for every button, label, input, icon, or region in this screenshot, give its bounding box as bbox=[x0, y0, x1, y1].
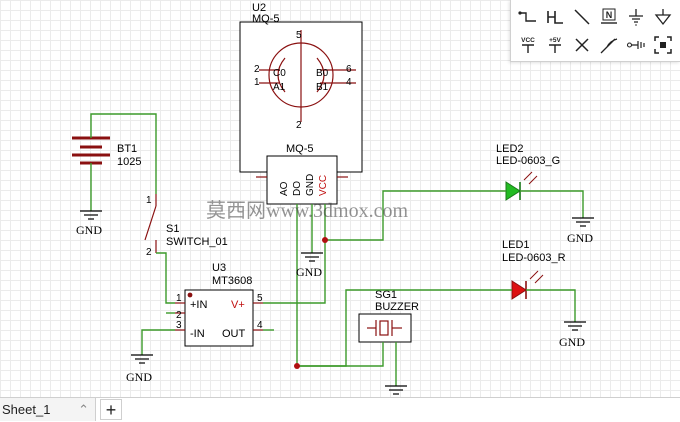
s1-ref: S1 bbox=[166, 223, 179, 235]
tool-fit[interactable] bbox=[650, 31, 676, 59]
u3-pin-in-plus: +IN bbox=[190, 299, 207, 311]
led2-green[interactable]: LED2 LED-0603_G bbox=[496, 143, 560, 201]
ground-alt-icon bbox=[654, 9, 672, 26]
tool-ground-alt[interactable] bbox=[650, 3, 676, 31]
u3-n2: 2 bbox=[176, 310, 182, 321]
vcc-icon-text: VCC bbox=[521, 37, 535, 44]
no-connect-icon bbox=[575, 38, 589, 52]
u2-label-c0: C0 bbox=[273, 68, 286, 79]
s1-pin2: 2 bbox=[146, 247, 152, 258]
s1-value: SWITCH_01 bbox=[166, 236, 228, 248]
u2-module-pin-gnd: GND bbox=[305, 174, 316, 196]
u3-pin-in-minus: -IN bbox=[190, 328, 205, 340]
gnd-u3-label: GND bbox=[126, 370, 152, 384]
u2-pin-l2: 1 bbox=[254, 77, 260, 88]
add-sheet-button[interactable]: + bbox=[100, 399, 122, 420]
sheet-tab-label: Sheet_1 bbox=[2, 402, 51, 417]
gnd-u3[interactable]: GND bbox=[126, 354, 153, 384]
plus5v-icon-text: +5V bbox=[549, 37, 561, 44]
u2-pin-l1: 2 bbox=[254, 64, 260, 75]
led2-value: LED-0603_G bbox=[496, 155, 560, 167]
u2-label-a1: A1 bbox=[273, 82, 286, 93]
tool-wire[interactable] bbox=[515, 3, 541, 31]
u2-sensor-element bbox=[277, 43, 325, 107]
u2-body-label: MQ-5 bbox=[286, 143, 314, 155]
gnd-led1-label: GND bbox=[559, 335, 585, 349]
u2-module-pin-vcc: VCC bbox=[318, 175, 329, 196]
watermark-text: 莫西网www.3dmox.com bbox=[206, 199, 408, 222]
line-icon bbox=[574, 9, 590, 25]
wiring-toolbar: N VCC +5V bbox=[510, 0, 680, 62]
u3-n1: 1 bbox=[176, 293, 182, 304]
u2-module-pin-do: DO bbox=[292, 181, 303, 196]
net-port-icon bbox=[626, 41, 645, 49]
bt1-ref: BT1 bbox=[117, 143, 137, 155]
bus-icon bbox=[547, 11, 563, 24]
bt1-value: 1025 bbox=[117, 156, 141, 168]
tool-no-connect[interactable] bbox=[569, 31, 595, 59]
u3-n4: 4 bbox=[257, 320, 263, 331]
wires bbox=[90, 113, 584, 386]
led1-red[interactable]: LED1 LED-0603_R bbox=[502, 239, 566, 300]
gnd-bt1[interactable]: GND bbox=[76, 210, 102, 237]
sg1-buzzer[interactable]: SG1 BUZZER bbox=[358, 289, 419, 343]
tool-vcc[interactable]: VCC bbox=[515, 31, 541, 59]
u3-n3: 3 bbox=[176, 320, 182, 331]
chevron-up-icon[interactable]: ⌃ bbox=[78, 401, 89, 417]
sheet-tab-bar: Sheet_1 ⌃ + bbox=[0, 397, 680, 422]
u2-ref: U2 bbox=[252, 2, 266, 14]
u2-mq5-sensor[interactable]: U2 MQ-5 5 2 2 1 6 4 C0 A1 B0 B1 MQ-5 AO … bbox=[239, 2, 363, 205]
s1-pin1: 1 bbox=[146, 195, 152, 206]
led1-value: LED-0603_R bbox=[502, 252, 566, 264]
fit-icon bbox=[654, 36, 672, 54]
tool-bus[interactable] bbox=[542, 3, 568, 31]
u2-label-b0: B0 bbox=[316, 68, 329, 79]
u3-n5: 5 bbox=[257, 293, 263, 304]
u2-value: MQ-5 bbox=[252, 13, 280, 25]
gnd-led2[interactable]: GND bbox=[567, 217, 594, 245]
gnd-u2-label: GND bbox=[296, 265, 322, 279]
u3-pin-out: OUT bbox=[222, 328, 246, 340]
u3-value: MT3608 bbox=[212, 275, 252, 287]
u3-ref: U3 bbox=[212, 262, 226, 274]
plus5v-icon: +5V bbox=[549, 37, 562, 53]
net-label-icon: N bbox=[601, 8, 617, 24]
gnd-led2-label: GND bbox=[567, 231, 593, 245]
led2-ref: LED2 bbox=[496, 143, 524, 155]
gnd-bt1-label: GND bbox=[76, 223, 102, 237]
probe-icon bbox=[600, 38, 618, 54]
u3-body bbox=[184, 289, 254, 347]
u2-pin-r2: 4 bbox=[346, 77, 352, 88]
led1-ref: LED1 bbox=[502, 239, 530, 251]
tool-ground[interactable] bbox=[623, 3, 649, 31]
sheet-tab-sheet1[interactable]: Sheet_1 ⌃ bbox=[0, 398, 96, 421]
tool-probe[interactable] bbox=[596, 31, 622, 59]
bt1-battery[interactable]: BT1 1025 bbox=[72, 136, 141, 168]
u3-pin-vplus: V+ bbox=[231, 299, 245, 311]
tool-net-label[interactable]: N bbox=[596, 3, 622, 31]
u2-pin-top: 5 bbox=[296, 30, 302, 41]
u2-label-b1: B1 bbox=[316, 82, 329, 93]
sg1-body bbox=[358, 313, 412, 343]
gnd-led1[interactable]: GND bbox=[559, 321, 586, 349]
s1-switch[interactable]: 1 2 S1 SWITCH_01 bbox=[144, 194, 228, 258]
u2-module-pin-ao: AO bbox=[279, 181, 290, 196]
sg1-value: BUZZER bbox=[375, 301, 419, 313]
ground-icon bbox=[629, 9, 643, 26]
tool-line[interactable] bbox=[569, 3, 595, 31]
gnd-u2[interactable]: GND bbox=[296, 252, 323, 279]
net-label-text: N bbox=[606, 10, 613, 20]
u2-module-body bbox=[266, 155, 338, 205]
wire-icon bbox=[518, 11, 536, 22]
u2-pin-r1: 6 bbox=[346, 64, 352, 75]
tool-net-port[interactable] bbox=[623, 31, 649, 59]
tool-plus5v[interactable]: +5V bbox=[542, 31, 568, 59]
u3-mt3608[interactable]: U3 MT3608 1 2 3 5 4 +IN -IN V+ OUT bbox=[175, 262, 263, 347]
u2-pin-bottom: 2 bbox=[296, 120, 302, 131]
sg1-ref: SG1 bbox=[375, 289, 397, 301]
vcc-icon: VCC bbox=[521, 37, 535, 53]
